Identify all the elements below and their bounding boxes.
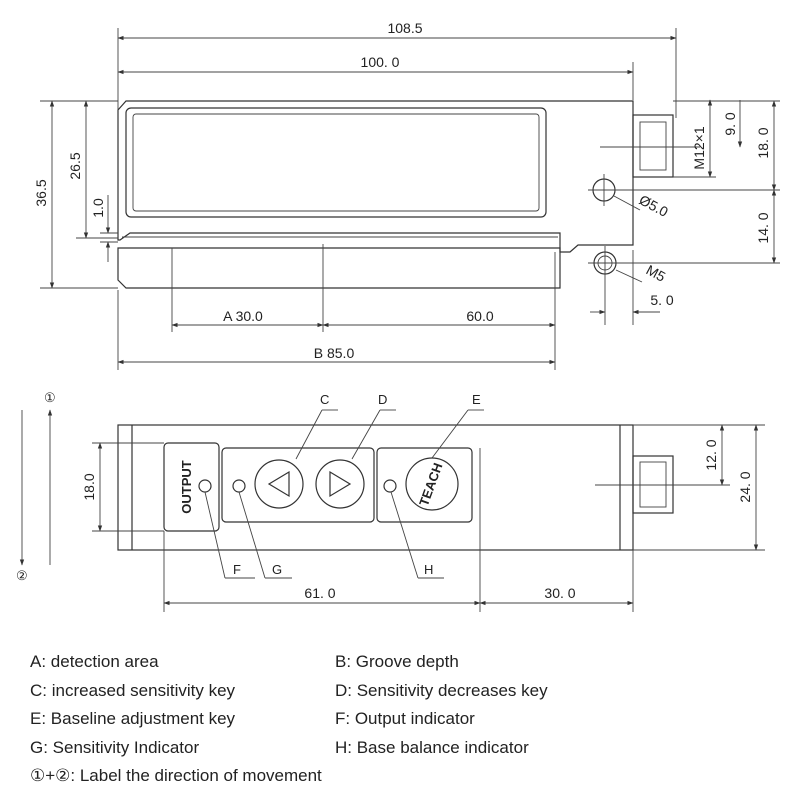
top-connector (632, 455, 674, 514)
teach-panel (376, 447, 473, 523)
output-panel (163, 442, 220, 532)
dim-top-24: 24. 0 (737, 471, 753, 502)
dim-m12: M12×1 (691, 126, 707, 169)
callout-e: E (472, 392, 481, 407)
teach-label: TEACH (416, 461, 445, 508)
dim-26: 26.5 (67, 152, 83, 179)
dim-60: 60.0 (466, 308, 493, 324)
dim-9: 9. 0 (722, 112, 738, 136)
callout-h: H (424, 562, 433, 577)
dim-dia: Ø5.0 (637, 192, 671, 220)
callout-g: G (272, 562, 282, 577)
dim-18: 18. 0 (755, 127, 771, 158)
dim-1: 1.0 (90, 198, 106, 218)
top-view: ① ② OUTPUT TEACH C D E (16, 390, 765, 612)
legend-item-g: G: Sensitivity Indicator (30, 737, 200, 757)
detection-window (125, 107, 547, 218)
legend: A: detection area B: Groove depth C: inc… (30, 648, 790, 791)
legend-row: C: increased sensitivity key D: Sensitiv… (30, 677, 790, 706)
base-balance-led (383, 479, 397, 493)
dim-top-12: 12. 0 (703, 439, 719, 470)
dim-14: 14. 0 (755, 212, 771, 243)
legend-row: A: detection area B: Groove depth (30, 648, 790, 677)
legend-item-c: C: increased sensitivity key (30, 680, 236, 700)
legend-item-a: A: detection area (30, 652, 159, 671)
sensitivity-led (232, 479, 246, 493)
output-led (198, 479, 212, 493)
callout-c: C (320, 392, 329, 407)
increase-sensitivity-button[interactable] (254, 459, 304, 509)
callout-d: D (378, 392, 387, 407)
legend-row: G: Sensitivity Indicator H: Base balance… (30, 734, 790, 763)
legend-item-b: B: Groove depth (335, 652, 459, 671)
dim-108: 108.5 (387, 20, 422, 36)
dim-top-30: 30. 0 (544, 585, 575, 601)
sensitivity-panel (221, 447, 375, 523)
legend-item-d: D: Sensitivity decreases key (335, 680, 548, 700)
legend-item-f: F: Output indicator (335, 709, 475, 728)
dim-a: A 30.0 (223, 308, 263, 324)
side-view: 108.5 100. 0 36.5 26.5 (33, 20, 780, 370)
dim-b: B 85.0 (314, 345, 355, 361)
dim-100: 100. 0 (361, 54, 400, 70)
sensor-body (117, 100, 634, 253)
dim-5: 5. 0 (650, 292, 674, 308)
dim-m5: M5 (644, 262, 669, 285)
legend-footer: ①+②: Label the direction of movement (30, 766, 322, 785)
dim-top-18: 18.0 (81, 473, 97, 500)
legend-row: ①+②: Label the direction of movement (30, 762, 790, 791)
dim-top-61: 61. 0 (304, 585, 335, 601)
legend-item-h: H: Base balance indicator (335, 737, 529, 757)
dim-36: 36.5 (33, 179, 49, 206)
legend-item-e: E: Baseline adjustment key (30, 709, 236, 728)
output-label: OUTPUT (179, 460, 194, 514)
callout-f: F (233, 562, 241, 577)
legend-row: E: Baseline adjustment key F: Output ind… (30, 705, 790, 734)
connector (632, 114, 674, 178)
direction-2: ② (16, 568, 28, 583)
decrease-sensitivity-button[interactable] (315, 459, 365, 509)
direction-1: ① (44, 390, 56, 405)
